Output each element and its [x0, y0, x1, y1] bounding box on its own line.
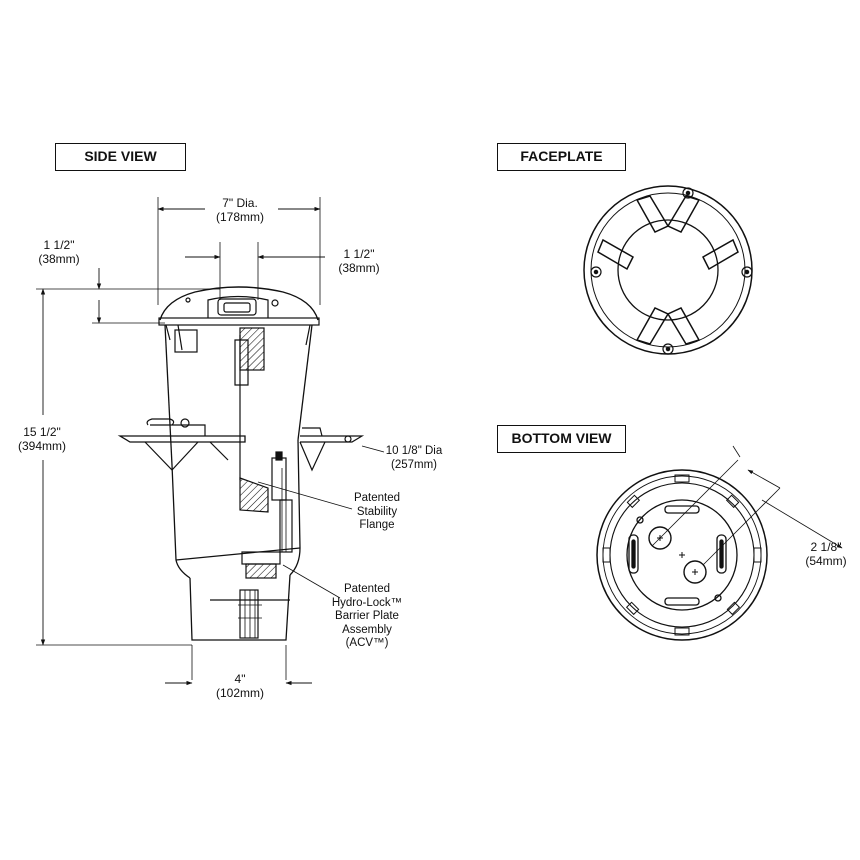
top-diameter-dimension: 7" Dia. (178mm): [200, 196, 280, 224]
dim-primary: 7" Dia.: [222, 196, 258, 210]
dim-metric: (102mm): [215, 686, 264, 700]
barrier-plate-callout: Patented Hydro-Lock™ Barrier Plate Assem…: [326, 583, 408, 651]
dim-metric: (54mm): [805, 554, 847, 568]
callout-line: Patented: [353, 492, 401, 504]
dim-primary: 1 1/2": [343, 247, 375, 261]
faceplate-label: FACEPLATE: [497, 143, 626, 171]
hole-spacing-dimension: 2 1/8" (54mm): [796, 540, 856, 568]
bottom-view-drawing: [596, 445, 843, 641]
faceplate-drawing: [583, 185, 753, 355]
dim-primary: 10 1/8" Dia: [385, 445, 443, 457]
callout-line: Patented: [343, 583, 391, 595]
callout-line: Flange: [359, 519, 395, 531]
right-width-dimension: 1 1/2" (38mm): [328, 247, 390, 275]
callout-line: Hydro-Lock™: [331, 596, 403, 609]
left-depth-dimension: 1 1/2" (38mm): [28, 238, 90, 266]
base-width-dimension: 4" (102mm): [205, 672, 275, 700]
dim-primary: 1 1/2": [43, 238, 75, 252]
dim-metric: (38mm): [38, 252, 80, 266]
dim-primary: 2 1/8": [810, 540, 842, 554]
dim-primary: 15 1/2": [23, 425, 61, 439]
side-view-drawing: [36, 197, 385, 686]
dim-metric: (38mm): [338, 261, 380, 275]
callout-line: Stability: [356, 505, 398, 518]
bottom-view-label: BOTTOM VIEW: [497, 425, 626, 453]
height-dimension: 15 1/2" (394mm): [6, 425, 78, 453]
callout-line: (ACV™): [345, 637, 389, 649]
dim-metric: (257mm): [390, 459, 437, 471]
flange-diameter-dimension: 10 1/8" Dia (257mm): [380, 444, 448, 472]
callout-line: Assembly: [342, 623, 392, 636]
callout-line: Barrier Plate: [335, 610, 399, 622]
side-view-label: SIDE VIEW: [55, 143, 186, 171]
dim-metric: (394mm): [17, 439, 66, 453]
stability-flange-callout: Patented Stability Flange: [346, 492, 408, 533]
dim-metric: (178mm): [215, 210, 264, 224]
dim-primary: 4": [234, 672, 246, 686]
